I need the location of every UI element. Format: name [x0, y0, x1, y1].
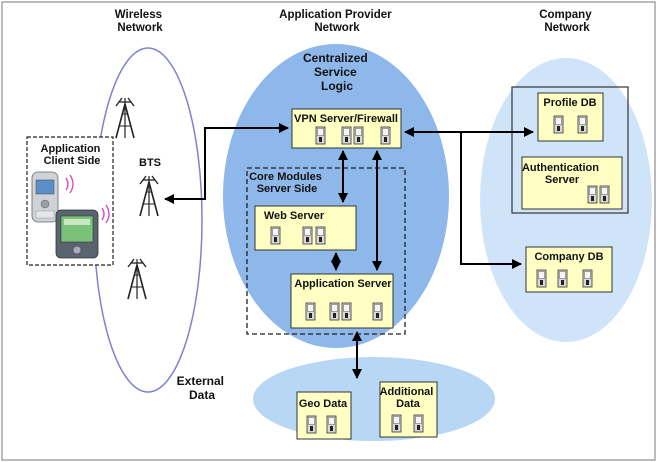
server-icon	[302, 226, 313, 245]
server-icon	[270, 226, 281, 245]
server-icon	[587, 185, 598, 204]
additional-data-box	[379, 381, 438, 438]
bts-vpn-connector	[164, 123, 289, 204]
company-db-label: Company DB	[534, 251, 603, 263]
server-icon	[380, 126, 391, 145]
wireless-network-header: Wireless Network	[115, 9, 165, 34]
geo-data-box	[296, 391, 352, 440]
pda-device-icon	[55, 209, 99, 259]
server-icon	[341, 126, 352, 145]
company-network-header: Company Network	[539, 9, 595, 34]
server-icon	[315, 226, 326, 245]
server-icon	[341, 302, 352, 321]
server-icon	[413, 414, 424, 433]
external-data-label: External Data	[177, 374, 228, 402]
centralized-service-logic-label: Centralized Service Logic	[303, 51, 371, 93]
bts-label: BTS	[139, 157, 161, 169]
core-modules-box	[246, 167, 406, 335]
profile-db-label: Profile DB	[543, 97, 596, 109]
signal-waves-icon	[65, 174, 110, 224]
server-icon	[582, 269, 593, 288]
company-servers-group-box	[511, 86, 629, 214]
server-icon	[306, 415, 317, 434]
server-icon	[553, 115, 564, 134]
server-icon	[372, 302, 383, 321]
provider-network-header: Application Provider Network	[279, 9, 395, 34]
server-icon	[315, 126, 326, 145]
geo-data-label: Geo Data	[299, 398, 348, 410]
vpn-company-db-connector	[460, 132, 522, 269]
server-icon	[577, 115, 588, 134]
external-data-region	[253, 357, 495, 441]
web-server-label: Web Server	[264, 210, 325, 222]
application-server-label: Application Server	[294, 278, 392, 290]
server-icon	[326, 415, 337, 434]
application-client-side-label: Application Client Side	[41, 143, 104, 167]
server-icon	[557, 269, 568, 288]
vpn-server-firewall-label: VPN Server/Firewall	[294, 113, 398, 125]
server-icon	[305, 302, 316, 321]
authentication-server-label: Authentication Server	[522, 162, 602, 186]
server-icon	[599, 185, 610, 204]
server-icon	[391, 414, 402, 433]
mobile-phone-icon	[31, 171, 59, 223]
server-icon	[536, 269, 547, 288]
additional-data-label: Additional Data	[380, 386, 437, 410]
profile-db-box	[537, 92, 604, 142]
server-icon	[353, 126, 364, 145]
server-icon	[329, 302, 340, 321]
core-modules-label: Core Modules Server Side	[249, 171, 325, 195]
